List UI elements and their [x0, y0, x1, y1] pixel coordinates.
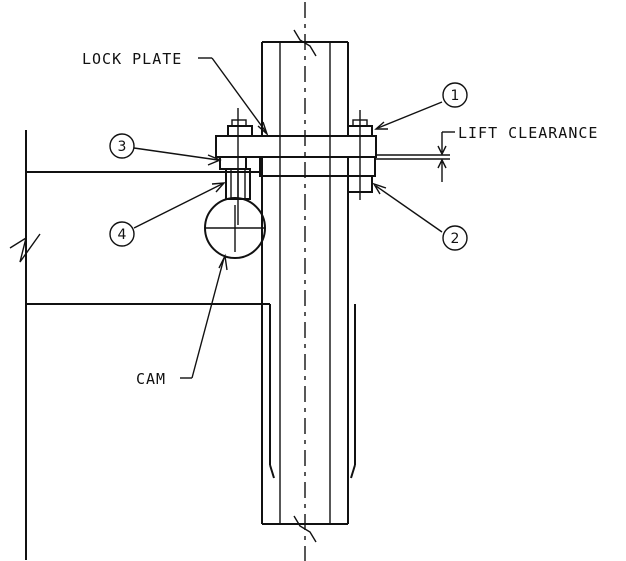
callout-4-number: 4: [118, 227, 127, 243]
callout-2-number: 2: [451, 231, 460, 247]
leaders: [133, 57, 443, 379]
lift-clearance-label: LIFT CLEARANCE: [458, 124, 598, 142]
callout-3: 3: [109, 133, 135, 159]
callout-2: 2: [442, 225, 468, 251]
shaft: [261, 29, 349, 543]
cam: [204, 197, 266, 259]
lift-clearance-dimension: [376, 131, 455, 182]
callout-1: 1: [442, 82, 468, 108]
lock-plate-label: LOCK PLATE: [82, 50, 182, 68]
callout-4: 4: [109, 221, 135, 247]
beam: [9, 130, 270, 560]
bolt-3: [219, 108, 253, 225]
guide-sleeve: [269, 304, 356, 479]
lock-plate: [215, 135, 377, 177]
bolt-1: [347, 110, 373, 200]
cam-label: CAM: [136, 370, 166, 388]
callout-1-number: 1: [451, 88, 460, 104]
callout-3-number: 3: [118, 139, 127, 155]
